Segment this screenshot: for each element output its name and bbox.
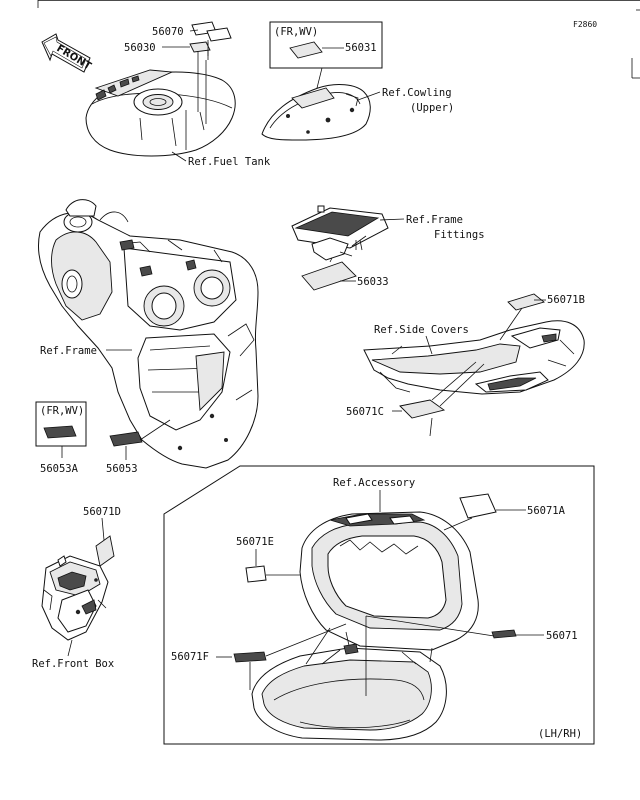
frame-fittings-illustration [291,205,389,261]
fuel-tank-illustration [85,40,236,157]
sticker-56071D [95,535,115,567]
part-56071D-label: 56071D [83,506,121,518]
part-56071F-label: 56071F [171,651,209,663]
sticker-56071C [399,399,446,419]
part-56070-label: 56070 [152,26,184,38]
sticker-56070b [206,27,232,42]
part-56030-label: 56030 [124,42,156,54]
part-56053A-label: 56053A [40,463,79,475]
front-box-illustration [41,555,109,641]
ref-side-covers-label: Ref.Side Covers [374,324,469,336]
ref-frame-label: Ref.Frame [40,345,97,357]
frame-illustration [37,199,259,469]
part-56071-label: 56071 [546,630,578,642]
part-56071A-label: 56071A [527,505,566,517]
top-case-illustration [251,511,479,741]
front-arrow: FRONT [41,33,93,73]
sticker-56071F [233,651,267,663]
sticker-56071 [491,629,517,639]
frame-variant-label: (FR,WV) [40,405,84,417]
sticker-56071B [507,293,545,311]
part-56031-label: 56031 [345,42,377,54]
figure-code: F2860 [573,20,597,29]
part-56071E-label: 56071E [236,536,274,548]
side-note-lh-rh: (LH/RH) [538,728,582,740]
part-56071B-label: 56071B [547,294,585,306]
cowling-variant-box [269,21,383,69]
sticker-56071A [459,493,497,519]
sticker-56033 [301,261,357,291]
ref-frame-fittings-label-1: Ref.Frame [406,214,463,226]
sticker-56030 [189,41,211,53]
sticker-56031 [289,41,323,59]
frame-variant-box [35,401,87,447]
part-56053-label: 56053 [106,463,138,475]
part-56033-label: 56033 [357,276,389,288]
cowling-variant-label: (FR,WV) [274,26,318,38]
ref-fuel-tank-label: Ref.Fuel Tank [188,156,271,168]
sticker-56053 [109,431,143,447]
cowling-illustration [261,84,371,141]
ref-frame-fittings-label-2: Fittings [434,229,485,241]
part-56071C-label: 56071C [346,406,384,418]
ref-accessory-label: Ref.Accessory [333,477,415,489]
sticker-56053A [43,425,77,439]
page-border-marks [37,0,640,79]
accessory-group-border [163,465,595,745]
ref-front-box-label: Ref.Front Box [32,658,114,670]
sticker-56071E [245,565,267,583]
side-covers-illustration [363,320,585,395]
ref-cowling-label-2: (Upper) [410,102,454,114]
ref-cowling-label-1: Ref.Cowling [382,87,452,99]
